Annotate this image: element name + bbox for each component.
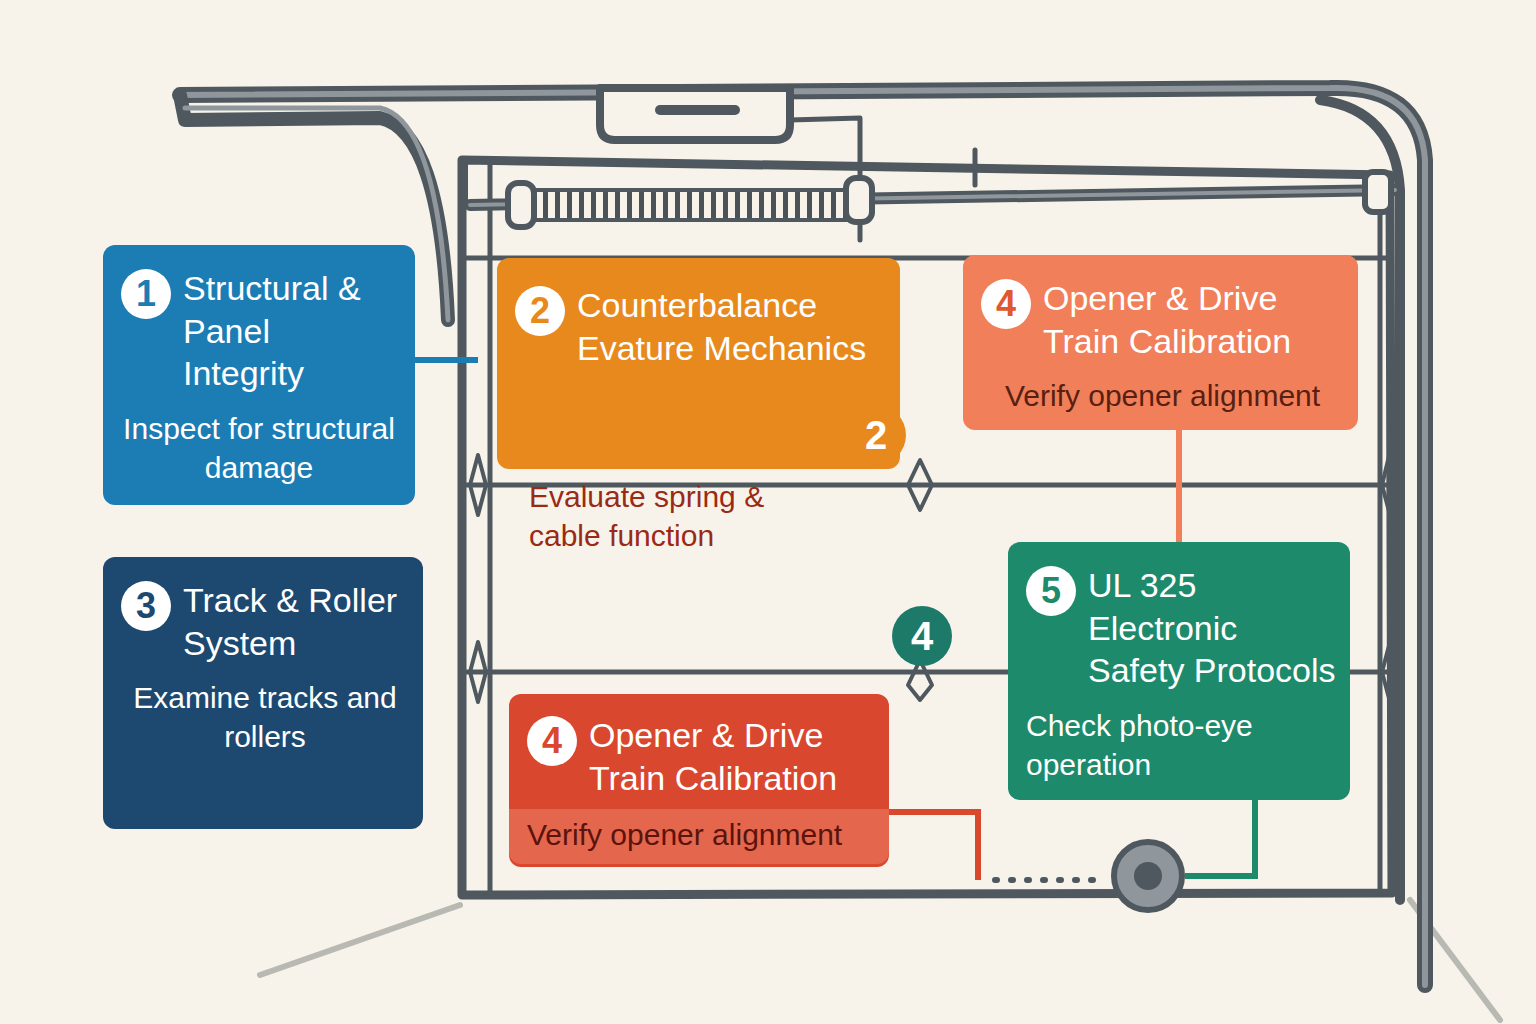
callout-box: 1Structural & Panel IntegrityInspect for…	[103, 245, 415, 505]
box-heading: Structural & Panel Integrity	[183, 267, 397, 395]
callout-box: 4Opener & Drive Train CalibrationVerify …	[963, 255, 1358, 430]
connector-line	[1176, 430, 1182, 542]
callout-number: 1	[121, 269, 171, 319]
box-body: Inspect for structural damage	[121, 409, 397, 487]
box-heading: Track & Roller System	[183, 579, 409, 664]
callout-box: 4Opener & Drive Train CalibrationVerify …	[509, 694, 889, 867]
box-heading: Opener & Drive Train Calibration	[1043, 277, 1344, 362]
callout-number: 2	[865, 413, 887, 458]
callout-circle: 2	[846, 405, 906, 465]
box-body: Evaluate spring & cable function	[529, 477, 829, 555]
heading-row: 5UL 325 Electronic Safety Protocols	[1026, 564, 1336, 692]
heading-row: 2Counterbalance Evature Mechanics	[515, 284, 886, 369]
callout-number: 5	[1026, 566, 1076, 616]
box-heading: Opener & Drive Train Calibration	[589, 714, 875, 799]
heading-row: 4Opener & Drive Train Calibration	[981, 277, 1344, 362]
heading-row: 3Track & Roller System	[121, 579, 409, 664]
box-body: Check photo-eye operation	[1026, 706, 1336, 784]
callout-number: 4	[981, 279, 1031, 329]
box-heading: Counterbalance Evature Mechanics	[577, 284, 886, 369]
box-body: Verify opener alignment	[509, 809, 889, 864]
box-body: Verify opener alignment	[981, 376, 1344, 415]
callout-box: 3Track & Roller SystemExamine tracks and…	[103, 557, 423, 829]
callout-number: 2	[515, 286, 565, 336]
heading-row: 1Structural & Panel Integrity	[121, 267, 397, 395]
callout-number: 3	[121, 581, 171, 631]
box-heading: UL 325 Electronic Safety Protocols	[1088, 564, 1336, 692]
callout-box: 2Counterbalance Evature MechanicsEvaluat…	[497, 258, 900, 469]
callout-number: 4	[527, 716, 577, 766]
box-body: Examine tracks and rollers	[121, 678, 409, 756]
callout-circle: 4	[892, 606, 952, 666]
callout-box: 5UL 325 Electronic Safety ProtocolsCheck…	[1008, 542, 1350, 800]
callout-number: 4	[911, 614, 933, 659]
heading-row: 4Opener & Drive Train Calibration	[527, 714, 875, 799]
